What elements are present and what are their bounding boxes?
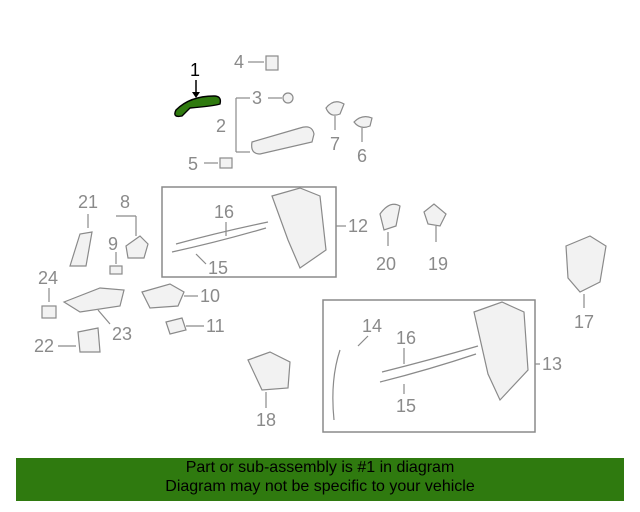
part-7 [325,101,345,130]
callout-16b: 16 [396,328,416,348]
callout-13: 13 [542,354,562,374]
callout-8: 8 [120,192,130,212]
callout-24: 24 [38,268,58,288]
callout-6: 6 [357,146,367,166]
part-23 [62,287,125,325]
callout-2: 2 [216,116,226,136]
part-22 [58,327,101,353]
callout-15a: 15 [208,258,228,278]
part-2-outer-handle [235,97,315,155]
callout-14: 14 [362,316,382,336]
callout-21: 21 [78,192,98,212]
part-11 [165,317,204,335]
callout-7: 7 [330,134,340,154]
part-17 [565,235,607,308]
parts-diagram: 1 4 3 2 5 7 6 12 16 [34,52,607,433]
callout-15b: 15 [396,396,416,416]
part-4 [248,55,279,71]
callout-20: 20 [376,254,396,274]
part-9 [109,252,123,275]
part-6 [353,116,373,142]
banner-line-1: Part or sub-assembly is #1 in diagram [185,459,455,476]
part-20 [379,203,401,246]
part-24 [41,288,57,319]
part-12-latch [171,187,346,269]
part-1-handle[interactable] [174,80,222,118]
part-8 [116,215,149,259]
callout-11: 11 [206,316,225,336]
callout-3: 3 [252,88,262,108]
leader-15a [195,253,207,265]
info-banner: Part or sub-assembly is #1 in diagram Di… [16,458,624,501]
callout-22: 22 [34,336,54,356]
part-10 [141,283,198,309]
callout-12: 12 [348,216,368,236]
callout-4: 4 [234,52,244,72]
assembly-13-box [322,299,536,433]
callout-10: 10 [200,286,220,306]
callout-5: 5 [188,154,198,174]
part-13-latch [332,301,540,421]
callout-23: 23 [112,324,132,344]
callout-16a: 16 [214,202,234,222]
assembly-12-box [161,186,337,278]
callout-18: 18 [256,410,276,430]
part-18 [247,351,291,408]
part-3 [268,92,294,104]
leader-14 [357,335,369,347]
part-21 [69,214,93,267]
callout-1: 1 [190,60,200,80]
callout-9: 9 [108,234,118,254]
part-5 [204,157,233,169]
banner-line-2: Diagram may not be specific to your vehi… [165,478,475,495]
callout-17: 17 [574,312,594,332]
part-19 [423,203,447,242]
callout-19: 19 [428,254,448,274]
